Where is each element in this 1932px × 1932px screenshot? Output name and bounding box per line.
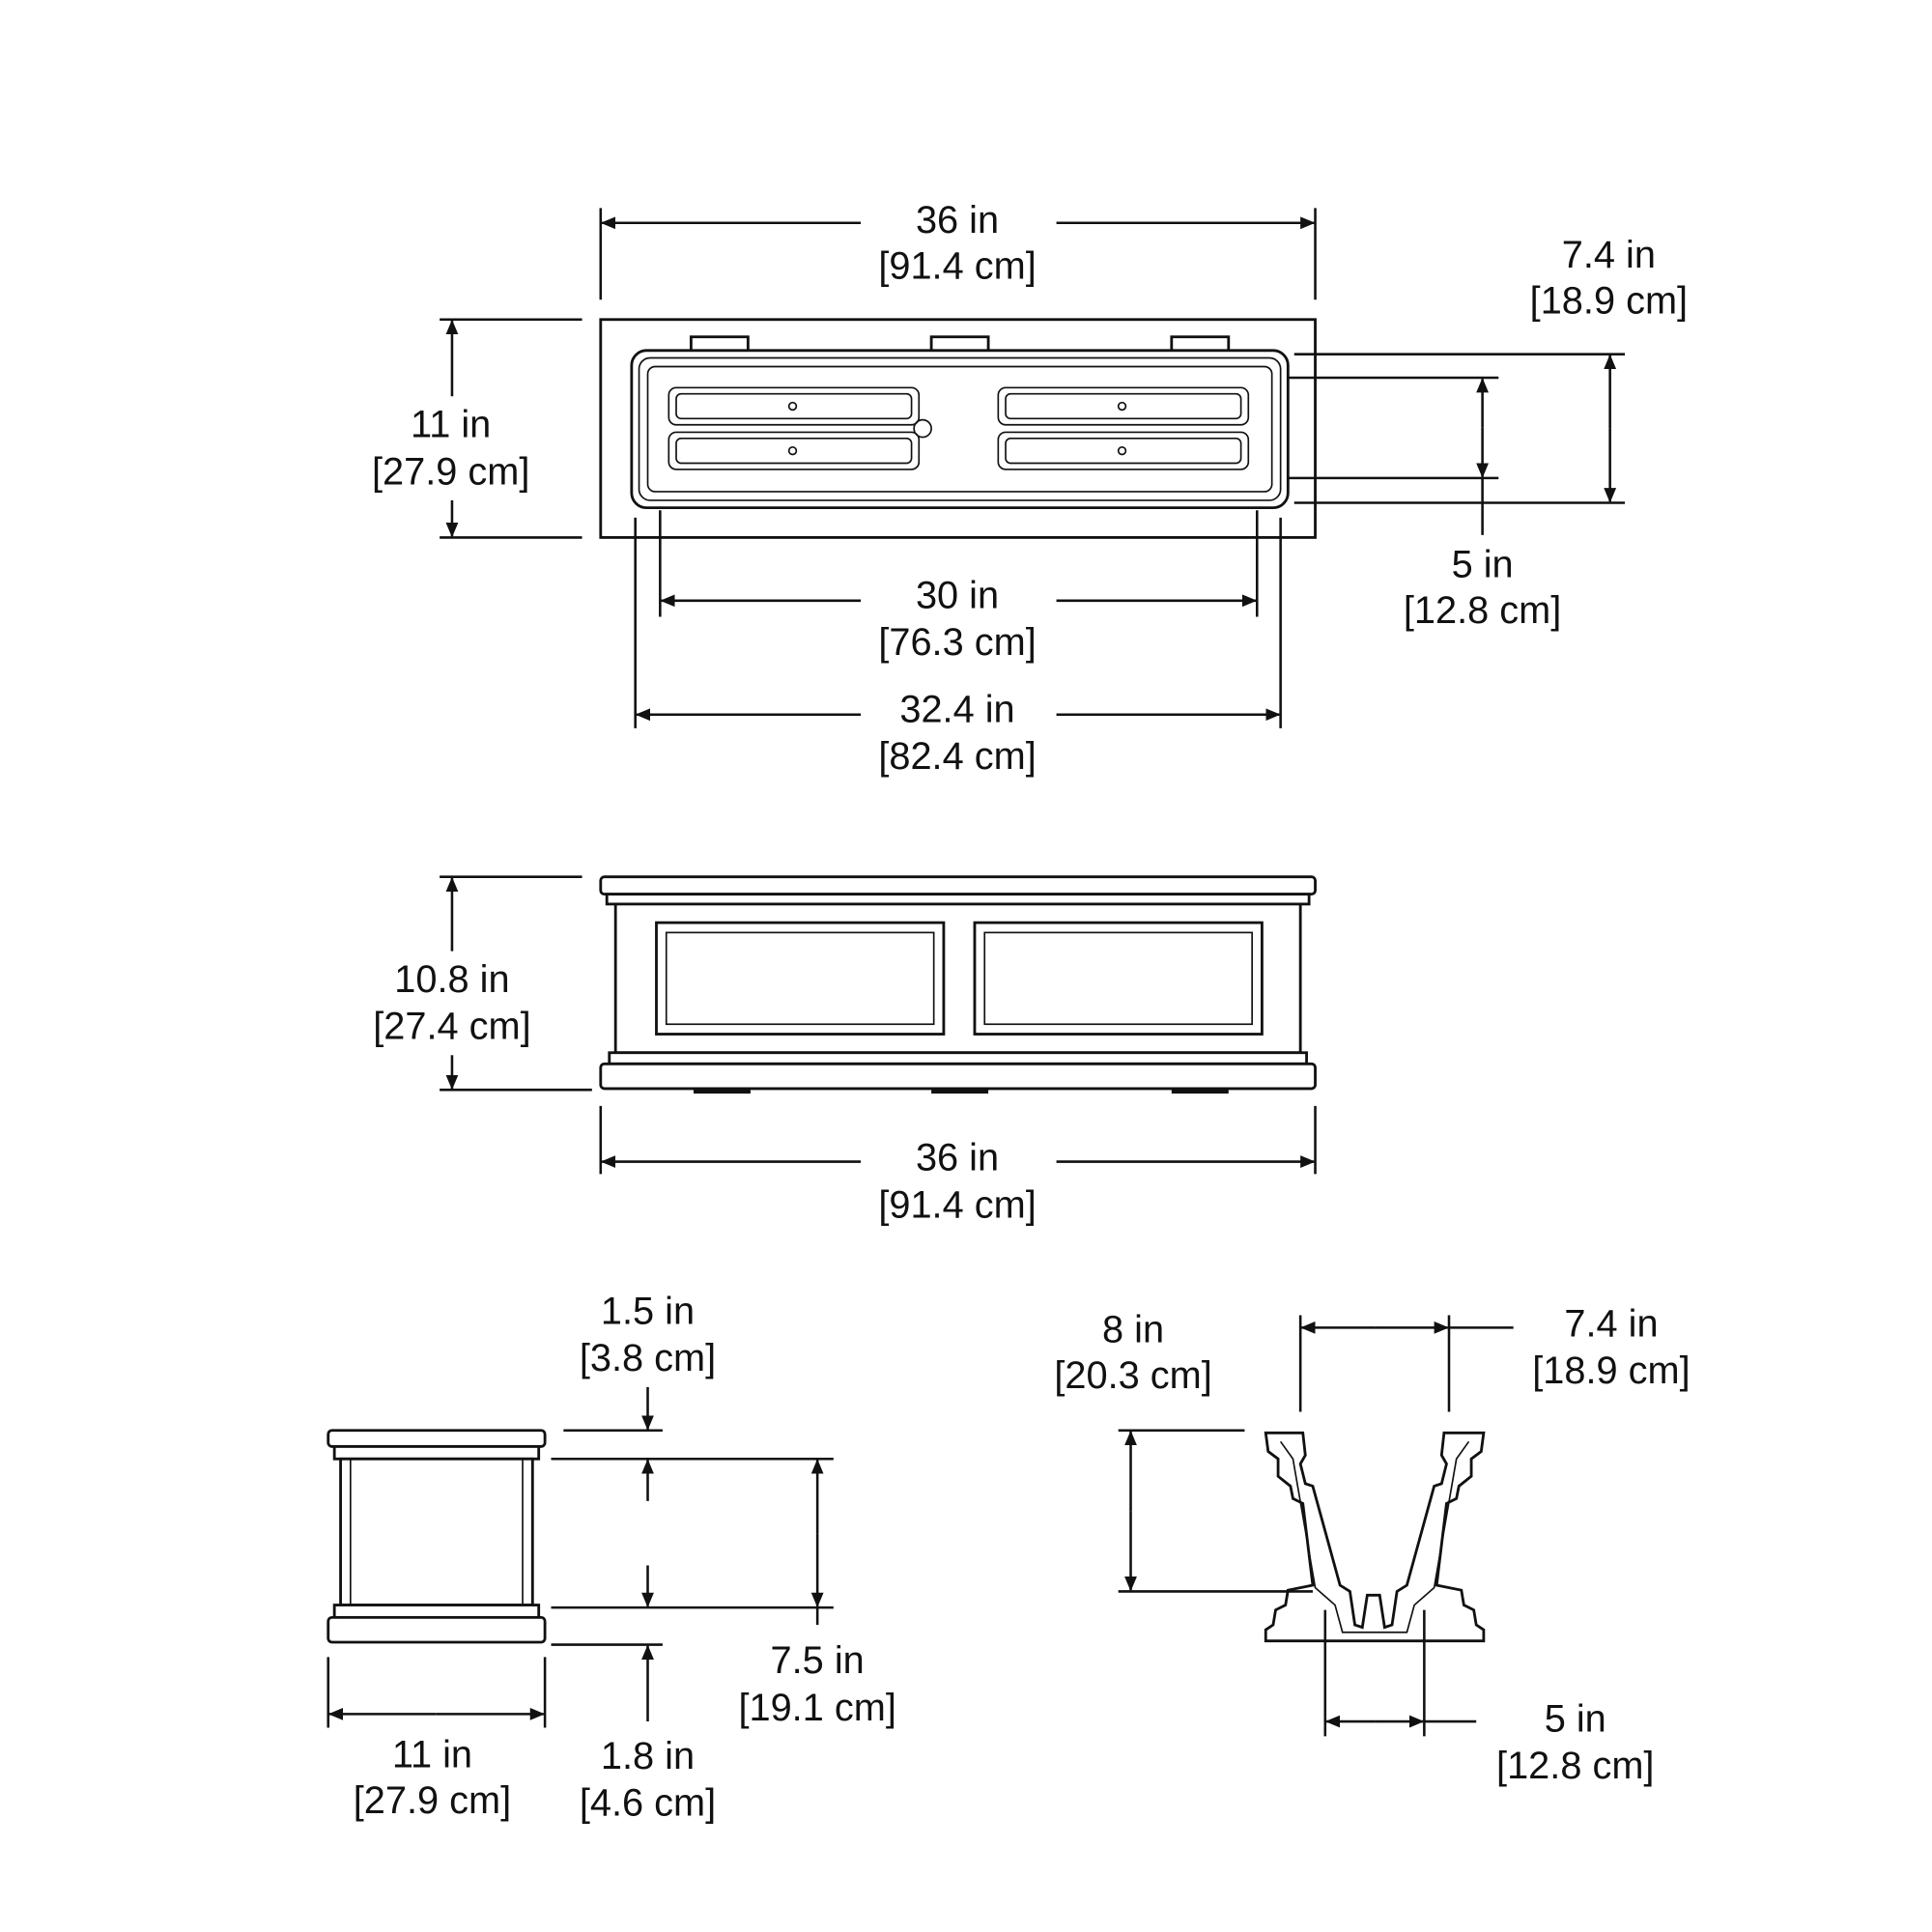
dim-label-in: 32.4 in	[899, 688, 1014, 730]
dim-label-cm: [27.4 cm]	[373, 1006, 530, 1048]
dimension-cap-height: 1.5 in [3.8 cm]	[563, 1291, 716, 1433]
dimension-inner-bottom-length: 30 in [76.3 cm]	[659, 510, 1259, 664]
dimension-base-height: 1.8 in [4.6 cm]	[551, 1643, 716, 1824]
dim-label-in: 5 in	[1452, 543, 1514, 585]
dim-label-in: 30 in	[916, 574, 999, 616]
dim-label-in: 7.4 in	[1564, 1302, 1658, 1345]
dim-label-cm: [27.9 cm]	[372, 450, 529, 493]
dimension-overall-length: 36 in [91.4 cm]	[599, 199, 1317, 300]
front-view: 10.8 in [27.4 cm] 36 in [91.4 cm]	[373, 875, 1317, 1226]
dim-label-cm: [12.8 cm]	[1496, 1745, 1654, 1787]
dim-label-cm: [76.3 cm]	[878, 621, 1036, 664]
section-view: 8 in [20.3 cm] 7.4 in [18.9 cm] 5 in [12…	[1054, 1302, 1690, 1787]
dimension-depth: 8 in [20.3 cm]	[1054, 1309, 1313, 1593]
dimension-height: 10.8 in [27.4 cm]	[373, 875, 592, 1092]
dim-label-in: 7.4 in	[1562, 234, 1656, 276]
dim-label-cm: [18.9 cm]	[1532, 1350, 1690, 1392]
dim-label-in: 36 in	[916, 199, 999, 242]
dim-label-in: 1.8 in	[601, 1735, 695, 1777]
dim-label-cm: [19.1 cm]	[738, 1687, 895, 1729]
dim-label-cm: [91.4 cm]	[878, 244, 1036, 287]
dim-label-in: 1.5 in	[601, 1291, 695, 1333]
drainage-channels	[668, 386, 1250, 470]
dim-label-cm: [12.8 cm]	[1404, 589, 1561, 632]
dimension-overall-width: 11 in [27.9 cm]	[372, 318, 582, 539]
dimension-body-height: 7.5 in [19.1 cm]	[551, 1457, 896, 1729]
dim-label-cm: [4.6 cm]	[580, 1781, 716, 1824]
dim-label-in: 36 in	[916, 1137, 999, 1179]
dim-label-cm: [20.3 cm]	[1054, 1354, 1211, 1397]
dim-label-in: 11 in	[411, 404, 491, 446]
dimension-top-width: 7.4 in [18.9 cm]	[1298, 1302, 1690, 1412]
dim-label-cm: [18.9 cm]	[1530, 279, 1688, 322]
dim-label-cm: [3.8 cm]	[580, 1337, 716, 1379]
dim-label-in: 8 in	[1102, 1309, 1164, 1351]
dim-label-in: 7.5 in	[771, 1639, 865, 1682]
dimension-inner-top-length: 32.4 in [82.4 cm]	[634, 517, 1282, 778]
dimension-width: 11 in [27.9 cm]	[327, 1657, 547, 1822]
dimension-bottom-width: 5 in [12.8 cm]	[1323, 1609, 1654, 1787]
dimension-inner-top-width: 7.4 in [18.9 cm]	[1293, 234, 1688, 504]
dim-label-cm: [91.4 cm]	[878, 1183, 1036, 1226]
top-view: 36 in [91.4 cm] 11 in [27.9 cm] 7.4 in […	[372, 199, 1688, 778]
dim-label-in: 11 in	[392, 1733, 472, 1776]
dimension-length: 36 in [91.4 cm]	[599, 1105, 1317, 1226]
dim-label-cm: [27.9 cm]	[354, 1779, 511, 1822]
dim-label-in: 5 in	[1545, 1697, 1606, 1740]
side-view: 1.5 in [3.8 cm] 7.5 in [19.1 cm] 1.8 in …	[327, 1291, 896, 1824]
dim-label-in: 10.8 in	[394, 958, 509, 1001]
dim-label-cm: [82.4 cm]	[878, 735, 1036, 778]
dimension-inner-bottom-width: 5 in [12.8 cm]	[1288, 376, 1561, 632]
